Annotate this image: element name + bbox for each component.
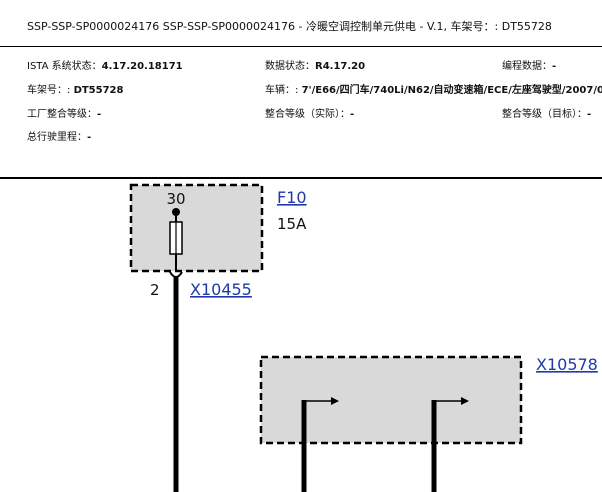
fuse-terminal-label: 30 xyxy=(166,190,185,208)
vin: 车架号：: DT55728 xyxy=(27,81,123,96)
document-title: SSP-SSP-SP0000024176 SSP-SSP-SP000002417… xyxy=(27,20,552,33)
vehicle-label: 车辆：: xyxy=(265,85,299,96)
factory-integration-value: - xyxy=(97,109,102,120)
header-divider xyxy=(0,46,602,47)
data-status-label: 数据状态： xyxy=(265,61,315,72)
integration-level-target: 整合等级（目标）：- xyxy=(502,105,591,120)
factory-integration-level: 工厂整合等级：- xyxy=(27,105,101,120)
programming-data-label: 编程数据： xyxy=(502,61,552,72)
arrow-right-icon xyxy=(331,397,339,405)
data-status-value: R4.17.20 xyxy=(315,61,366,72)
vehicle-value: 7'/E66/四门车/740Li/N62/自动变速箱/ECE/左座驾驶型/200… xyxy=(301,85,602,96)
connector-link-x10578[interactable]: X10578 xyxy=(536,355,598,374)
total-mileage-value: - xyxy=(87,132,92,143)
connector-box-x10578 xyxy=(259,355,523,445)
vin-label: 车架号：: xyxy=(27,85,71,96)
data-status: 数据状态：R4.17.20 xyxy=(265,57,365,72)
vehicle: 车辆：: 7'/E66/四门车/740Li/N62/自动变速箱/ECE/左座驾驶… xyxy=(265,81,602,96)
total-mileage: 总行驶里程：- xyxy=(27,128,91,143)
fuse-box xyxy=(129,183,264,273)
pin-number: 2 xyxy=(150,281,160,299)
factory-integration-label: 工厂整合等级： xyxy=(27,109,97,120)
arrow-right-icon xyxy=(461,397,469,405)
integration-target-label: 整合等级（目标）： xyxy=(502,109,587,120)
connector-link-x10455[interactable]: X10455 xyxy=(190,280,252,299)
integration-actual-label: 整合等级（实际）： xyxy=(265,109,350,120)
integration-actual-value: - xyxy=(350,109,355,120)
programming-data-value: - xyxy=(552,61,557,72)
diagram-divider xyxy=(0,177,602,179)
ista-status-value: 4.17.20.18171 xyxy=(101,61,183,72)
fuse-rating: 15A xyxy=(277,215,307,233)
vin-value: DT55728 xyxy=(73,85,124,96)
fuse-link-f10[interactable]: F10 xyxy=(277,188,307,207)
total-mileage-label: 总行驶里程： xyxy=(27,132,87,143)
ista-status-label: ISTA 系统状态： xyxy=(27,61,102,72)
ista-status: ISTA 系统状态：4.17.20.18171 xyxy=(27,57,183,72)
programming-data: 编程数据：- xyxy=(502,57,556,72)
integration-level-actual: 整合等级（实际）：- xyxy=(265,105,354,120)
integration-target-value: - xyxy=(587,109,592,120)
